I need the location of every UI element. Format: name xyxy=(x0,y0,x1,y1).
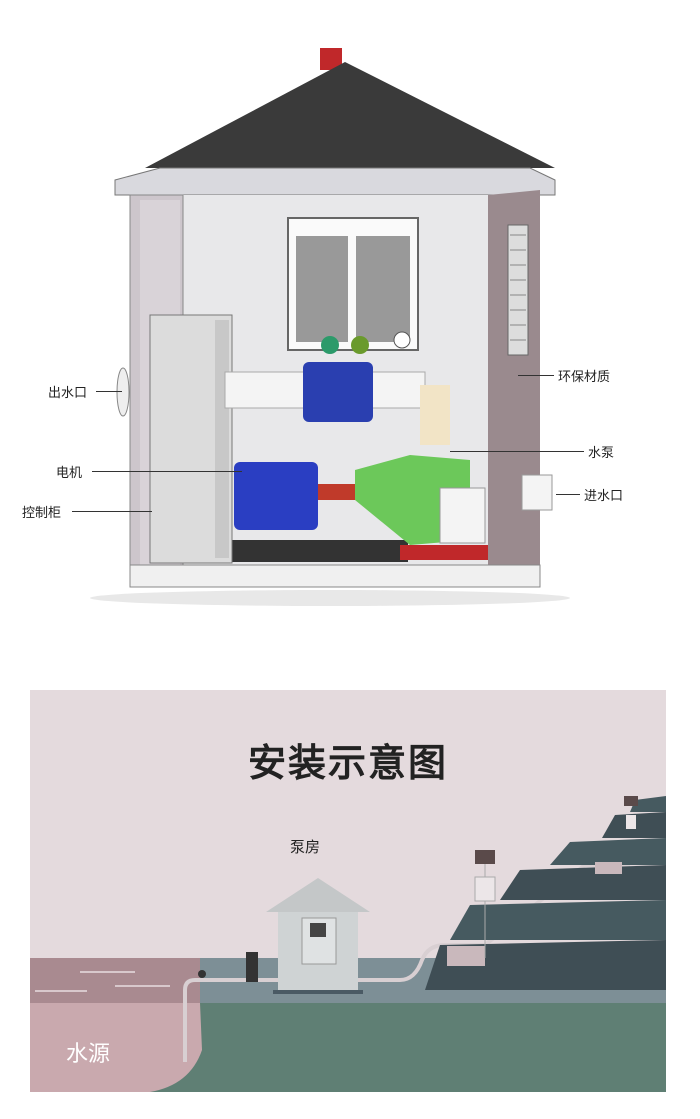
label-outlet: 出水口 xyxy=(48,386,88,401)
vent-icon xyxy=(507,224,529,356)
label-water-source: 水源 xyxy=(66,1042,111,1067)
inlet-pipe xyxy=(521,474,553,511)
eave xyxy=(114,167,556,196)
label-inlet: 进水口 xyxy=(584,489,624,504)
pump-house-drawing xyxy=(90,48,570,606)
terraced-hill xyxy=(425,796,666,990)
label-pump-house: 泵房 xyxy=(290,838,321,856)
label-control-cabinet: 控制柜 xyxy=(22,506,62,521)
installation-diagram: 安装示意图 泵房 水源 xyxy=(30,690,666,1092)
roof xyxy=(145,62,555,168)
pump-house-roof xyxy=(266,878,370,912)
label-motor: 电机 xyxy=(56,466,83,481)
valve xyxy=(303,362,373,422)
motor xyxy=(234,462,318,530)
label-pump: 水泵 xyxy=(588,446,615,461)
label-eco-material: 环保材质 xyxy=(558,370,611,385)
pump-house-illustration: 出水口 电机 控制柜 环保材质 水泵 进水口 xyxy=(22,48,624,606)
installation-drawing xyxy=(30,796,666,1092)
diagram-title: 安装示意图 xyxy=(247,741,448,785)
pipe xyxy=(183,863,630,1062)
pump-icon xyxy=(246,952,258,982)
chimney xyxy=(320,48,342,70)
